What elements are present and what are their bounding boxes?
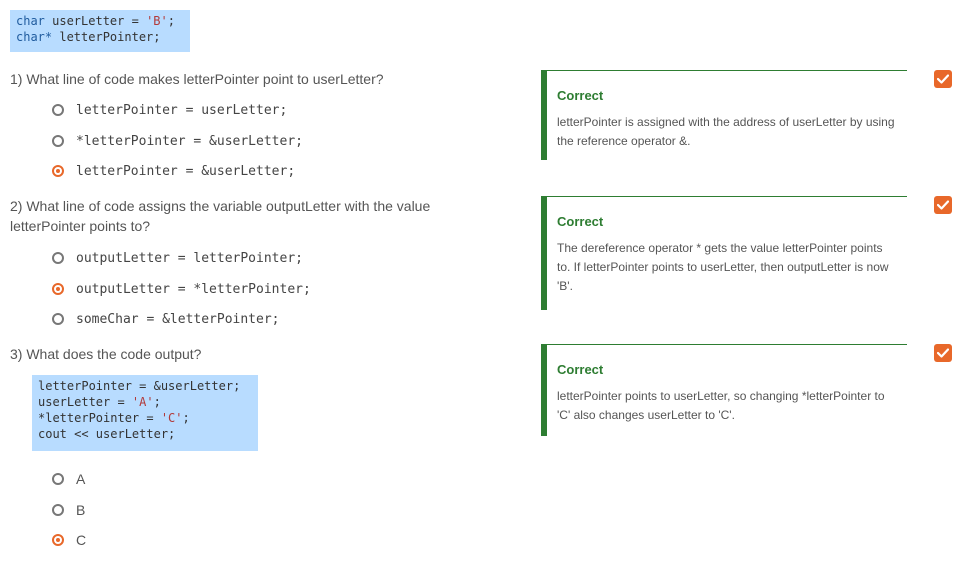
code-line: char userLetter = 'B';	[16, 14, 175, 28]
radio-button-selected[interactable]	[52, 283, 64, 295]
feedback-title: Correct	[557, 88, 604, 103]
q1-option-2[interactable]: *letterPointer = &userLetter;	[52, 130, 303, 152]
radio-button-selected[interactable]	[52, 534, 64, 546]
radio-button[interactable]	[52, 473, 64, 485]
option-label: B	[76, 502, 86, 518]
option-label: *letterPointer = &userLetter;	[76, 133, 303, 149]
radio-button[interactable]	[52, 104, 64, 116]
q2-option-2[interactable]: outputLetter = *letterPointer;	[52, 278, 311, 300]
q3-feedback: Correct letterPointer points to userLett…	[541, 344, 907, 436]
q3-option-b[interactable]: B	[52, 499, 85, 521]
check-icon	[934, 70, 952, 88]
option-label: someChar = &letterPointer;	[76, 311, 280, 327]
q3-option-a[interactable]: A	[52, 468, 85, 490]
radio-button[interactable]	[52, 252, 64, 264]
q3-code-block: letterPointer = &userLetter; userLetter …	[32, 375, 258, 451]
code-line: userLetter = 'A';	[38, 395, 161, 409]
option-label: letterPointer = userLetter;	[76, 102, 288, 118]
code-line: *letterPointer = 'C';	[38, 411, 190, 425]
question-3-prompt: 3) What does the code output?	[10, 346, 202, 362]
q1-option-3[interactable]: letterPointer = &userLetter;	[52, 160, 295, 182]
check-icon	[934, 196, 952, 214]
code-line: letterPointer = &userLetter;	[38, 379, 241, 393]
radio-button[interactable]	[52, 135, 64, 147]
option-label: A	[76, 471, 86, 487]
question-1-prompt: 1) What line of code makes letterPointer…	[10, 71, 384, 87]
intro-code-block: char userLetter = 'B'; char* letterPoint…	[10, 10, 190, 52]
feedback-title: Correct	[557, 362, 604, 377]
radio-button[interactable]	[52, 504, 64, 516]
question-2-prompt: 2) What line of code assigns the variabl…	[10, 198, 431, 234]
option-label: outputLetter = letterPointer;	[76, 250, 303, 266]
code-line: char* letterPointer;	[16, 30, 161, 44]
feedback-text: letterPointer points to userLetter, so c…	[557, 389, 885, 422]
option-label: C	[76, 532, 87, 548]
q1-feedback: Correct letterPointer is assigned with t…	[541, 70, 907, 160]
radio-button[interactable]	[52, 313, 64, 325]
code-line: cout << userLetter;	[38, 427, 176, 441]
radio-button-selected[interactable]	[52, 165, 64, 177]
q2-feedback: Correct The dereference operator * gets …	[541, 196, 907, 310]
feedback-text: The dereference operator * gets the valu…	[557, 241, 889, 293]
q2-option-1[interactable]: outputLetter = letterPointer;	[52, 247, 303, 269]
q3-option-c[interactable]: C	[52, 529, 86, 551]
option-label: letterPointer = &userLetter;	[76, 163, 296, 179]
check-icon	[934, 344, 952, 362]
q1-option-1[interactable]: letterPointer = userLetter;	[52, 99, 287, 121]
option-label: outputLetter = *letterPointer;	[76, 281, 311, 297]
q2-option-3[interactable]: someChar = &letterPointer;	[52, 308, 280, 330]
feedback-title: Correct	[557, 214, 604, 229]
feedback-text: letterPointer is assigned with the addre…	[557, 115, 895, 148]
